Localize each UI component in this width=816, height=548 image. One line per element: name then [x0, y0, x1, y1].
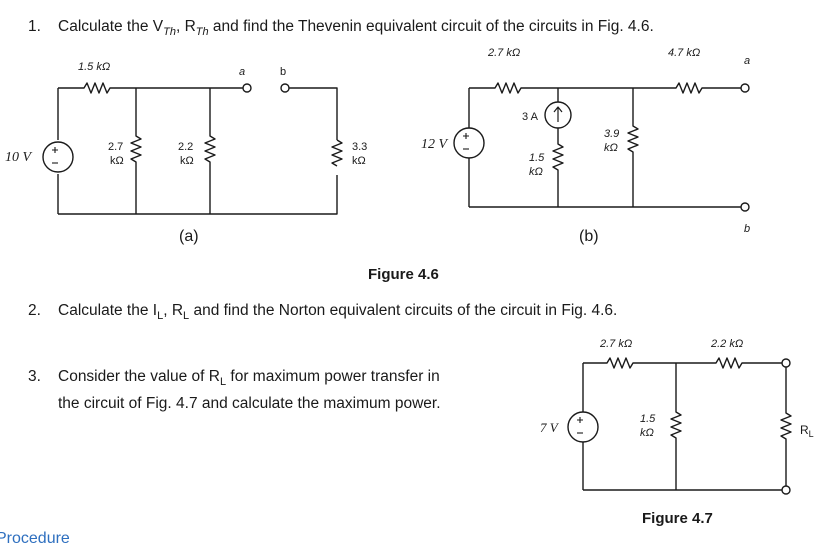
label-b-mid-value: 1.5 [529, 152, 545, 164]
figure-4-7-caption: Figure 4.7 [642, 510, 713, 527]
circuit-b [453, 82, 750, 212]
label-c-mid-value: 1.5 [640, 413, 656, 425]
procedure-heading: Procedure [0, 530, 70, 547]
label-a-r1-value: 2.7 [108, 141, 123, 153]
label-a-series-resistor: 1.5 kΩ [78, 61, 110, 73]
label-c-right-resistor: 2.2 kΩ [710, 338, 743, 350]
question-1: 1.Calculate the VTh, RTh and find the Th… [28, 18, 654, 39]
label-b-shunt-value: 3.9 [604, 128, 619, 140]
label-b-node-a: a [744, 55, 750, 67]
label-a-node-a: a [239, 66, 245, 78]
label-c-source: 7 V [540, 420, 560, 435]
question-2: 2.Calculate the IL, RL and find the Nort… [28, 302, 618, 323]
subfigure-b-label: (b) [579, 228, 599, 245]
question-number: 1. [28, 18, 41, 35]
label-b-left-resistor: 2.7 kΩ [487, 47, 520, 59]
label-b-current-source: 3 A [522, 111, 539, 123]
label-a-r2-unit: kΩ [180, 155, 194, 167]
label-a-r3-value: 3.3 [352, 141, 367, 153]
label-b-mid-unit: kΩ [529, 166, 543, 178]
label-a-r1-unit: kΩ [110, 155, 124, 167]
figure-4-6-caption: Figure 4.6 [368, 266, 439, 283]
label-b-node-b: b [744, 223, 750, 235]
circuit-a [42, 82, 343, 215]
label-c-load: RL [800, 423, 814, 439]
label-b-right-resistor: 4.7 kΩ [668, 47, 700, 59]
label-a-r3-unit: kΩ [352, 155, 366, 167]
label-a-source: 10 V [5, 150, 33, 165]
circuit-fig-4-7 [567, 357, 792, 495]
subfigure-a-label: (a) [179, 228, 199, 245]
label-a-node-b: b [280, 66, 286, 78]
label-b-shunt-unit: kΩ [604, 142, 618, 154]
label-c-left-resistor: 2.7 kΩ [599, 338, 632, 350]
label-b-source: 12 V [421, 137, 449, 152]
label-c-mid-unit: kΩ [640, 427, 654, 439]
label-a-r2-value: 2.2 [178, 141, 193, 153]
question-number: 2. [28, 302, 41, 319]
question-number: 3. [28, 368, 41, 385]
question-3: 3.Consider the value of RL for maximum p… [28, 368, 441, 413]
